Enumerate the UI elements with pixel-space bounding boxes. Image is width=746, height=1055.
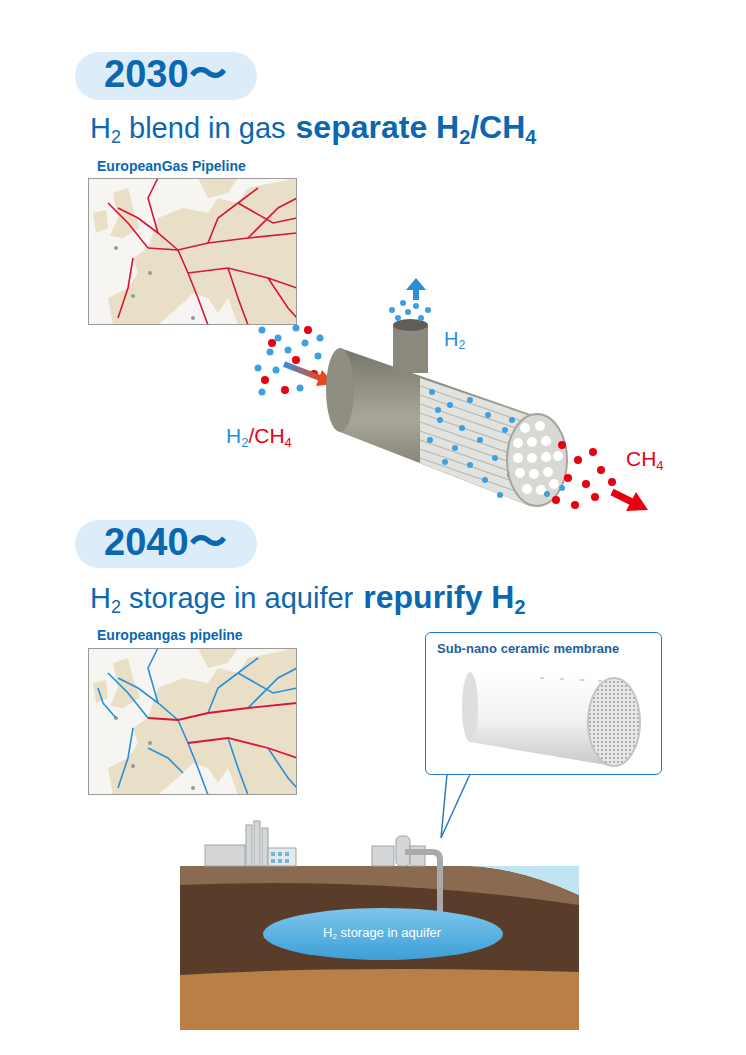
callout-box: Sub-nano ceramic membrane (425, 632, 662, 775)
ground-section (180, 821, 579, 1030)
aquifer-region: H2 storage in aquifer (268, 912, 498, 957)
headline: H2 blend in gas (90, 111, 286, 146)
gas-label: H2 (444, 327, 465, 351)
map-title: EuropeanGas Pipeline (97, 158, 246, 175)
separator-illustration (255, 278, 649, 511)
map-title: Europeangas pipeline (97, 627, 243, 644)
gas-label: CH4 (626, 446, 664, 471)
node-text: 2040〜 (104, 522, 227, 564)
year-pill: 2040〜 (75, 520, 257, 568)
headline-row: H2 storage in aquifer repurify H2 (90, 578, 525, 616)
headline-emphasis: repurify H2 (363, 578, 525, 616)
pipeline-map (88, 178, 297, 325)
pipeline-map (88, 648, 297, 795)
node-text: Sub-nano ceramic membrane (437, 642, 619, 656)
node-text: 2030〜 (104, 54, 227, 96)
year-pill: 2030〜 (75, 52, 257, 100)
membrane-callout (425, 632, 662, 838)
headline-row: H2 blend in gas separate H2/CH4 (90, 108, 536, 146)
headline: H2 storage in aquifer (90, 581, 353, 616)
node-text: H2 storage in aquifer (323, 926, 441, 940)
gas-label: H2/CH4 (226, 423, 292, 448)
headline-emphasis: separate H2/CH4 (296, 108, 537, 146)
